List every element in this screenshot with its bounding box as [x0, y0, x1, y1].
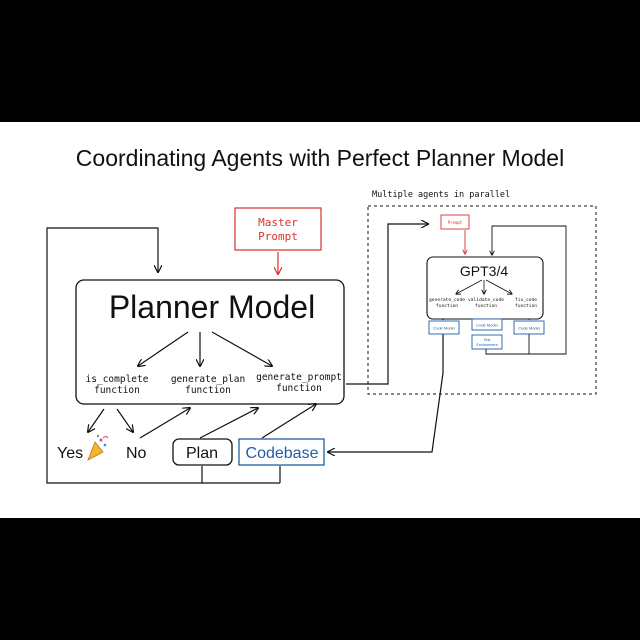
generate-prompt-line2: function: [276, 383, 322, 394]
agent-prompt-label: Prompt: [448, 220, 463, 225]
agents-caption: Multiple agents in parallel: [372, 190, 510, 200]
agent-fix-code-line2: function: [515, 303, 537, 309]
agent-validate-code-line2: function: [475, 303, 497, 309]
agent-internal-loop: [485, 225, 567, 355]
diagram-title: Coordinating Agents with Perfect Planner…: [76, 145, 564, 171]
code-model-box-1: [428, 320, 460, 335]
diagram-canvas: Coordinating Agents with Perfect Planner…: [0, 122, 640, 518]
codebase-box: [238, 438, 325, 466]
gpt-arrow-fix-code: [485, 279, 512, 294]
arrow-to-yes: [88, 408, 105, 432]
generate-prompt-line1: generate_prompt: [256, 372, 342, 383]
planner-model-label: Planner Model: [109, 289, 315, 325]
feedback-loop-arrow: [46, 227, 203, 484]
master-prompt-box: [234, 207, 322, 251]
arrow-generate-prompt-to-agents: [346, 224, 428, 385]
plan-label: Plan: [186, 445, 218, 462]
arrow-plan-to-generate-prompt: [199, 408, 258, 439]
arrow-to-is-complete: [138, 331, 189, 366]
agent-generate-code-line1: generate_code: [429, 297, 465, 303]
no-label: No: [126, 445, 147, 462]
agent-generate-code-line2: function: [436, 303, 458, 309]
diagram-svg: Coordinating Agents with Perfect Planner…: [46, 145, 597, 484]
code-model-label-2: Code Model: [476, 323, 498, 328]
arrow-to-generate-prompt: [211, 331, 272, 366]
arrow-to-no: [116, 408, 133, 432]
party-popper-icon: [87, 434, 109, 461]
is-complete-line1: is_complete: [86, 374, 149, 385]
test-environment-box: [471, 334, 503, 350]
arrow-agents-to-codebase: [328, 334, 444, 452]
agent-prompt-box: [440, 214, 470, 230]
planner-model-box: [75, 279, 345, 405]
is-complete-line2: function: [94, 385, 140, 396]
code-model-label-1: Code Model: [433, 326, 455, 331]
generate-plan-line2: function: [185, 385, 231, 396]
agent-validate-code-line1: validate_code: [468, 297, 504, 303]
master-prompt-line1: Master: [258, 216, 298, 229]
generate-plan-line1: generate_plan: [171, 374, 245, 385]
gpt-model-label: GPT3/4: [460, 263, 508, 279]
gpt-arrow-generate-code: [456, 279, 483, 294]
agents-region: [367, 205, 597, 395]
code-model-label-3: Code Model: [518, 326, 540, 331]
test-environment-line1: Test: [484, 338, 492, 342]
code-model-box-2: [471, 318, 503, 331]
master-prompt-line2: Prompt: [258, 230, 298, 243]
arrow-codebase-to-generate-prompt: [261, 404, 316, 439]
agent-fix-code-line1: fix_code: [515, 297, 537, 303]
test-environment-line2: Environment: [476, 343, 498, 347]
yes-label: Yes: [57, 445, 83, 462]
plan-box: [172, 438, 233, 466]
codebase-label: Codebase: [246, 445, 319, 462]
arrow-no-to-generate-plan: [139, 408, 190, 439]
